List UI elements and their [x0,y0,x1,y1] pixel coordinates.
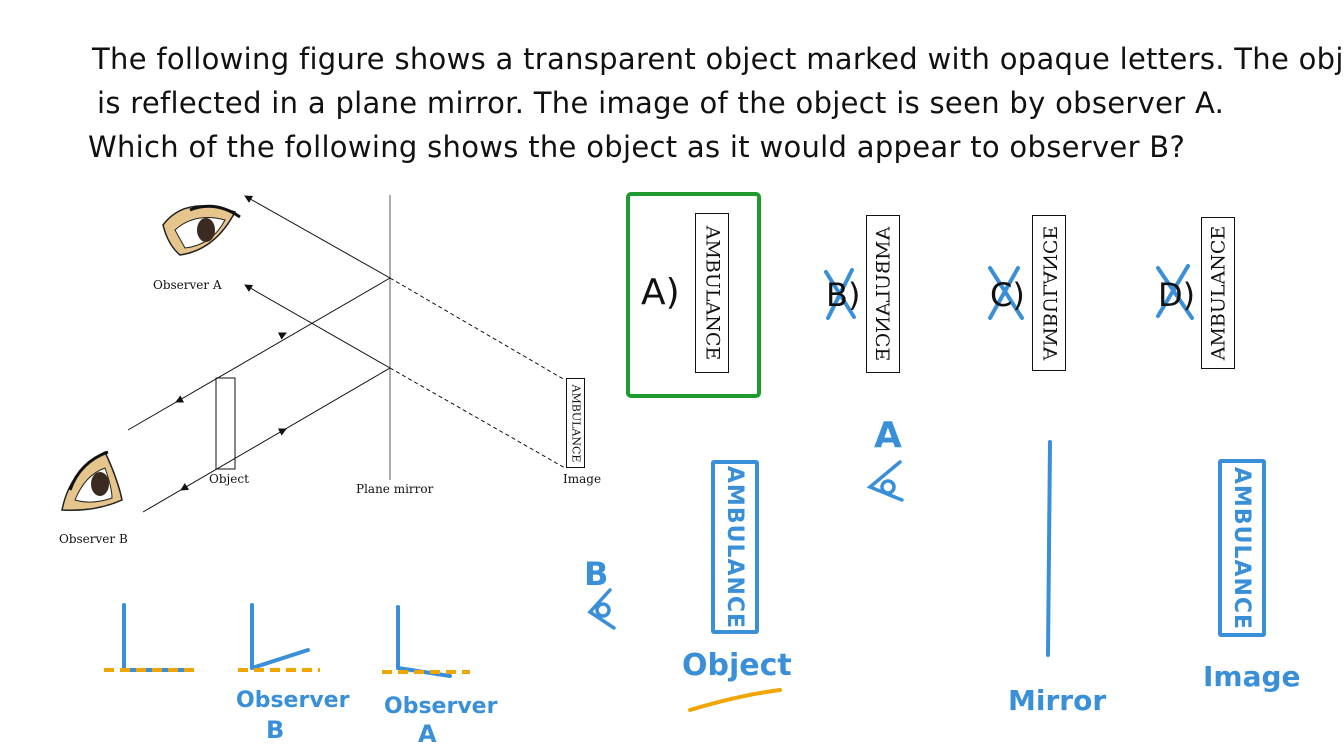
object-underline [688,688,782,712]
observer-b-label: Observer B [59,532,128,546]
question-line-3: Which of the following shows the object … [88,130,1186,164]
ray-a-lower [244,284,391,369]
image-label: Image [563,472,602,486]
option-c-box[interactable]: AMBULANCE [1032,215,1066,371]
cross-c-icon [988,266,1024,320]
question-line-2: is reflected in a plane mirror. The imag… [97,86,1225,120]
annotation-observer-a: A [874,415,902,456]
observer-b-eye-icon [61,450,123,512]
sketch-b-label-2: B [266,716,285,744]
option-a-box[interactable]: AMBULANCE [695,213,729,373]
plane-mirror-label: Plane mirror [356,482,434,496]
annotation-image-box: AMBULANCE [1218,459,1266,637]
cross-b-icon [824,268,856,320]
sketch-eye-b-icon [587,588,616,630]
virtual-ray-upper [389,277,566,381]
ray-b-lower [142,367,391,513]
annotation-object-label: Object [682,648,792,683]
option-a-letter: A) [641,272,680,313]
observer-a-label: Observer A [153,278,222,292]
annotation-mirror-label: Mirror [1008,684,1107,717]
object-label: Object [209,472,249,486]
figure-image-box: AMBULANCE [566,378,585,468]
sketch-eye-a-icon [866,460,904,502]
cross-d-icon [1156,264,1194,320]
option-d-box[interactable]: AMBULANCE [1201,217,1235,369]
option-d-letter: D) [1158,276,1196,314]
observer-a-eye-icon [162,204,241,256]
sketch-l-observer-b [238,603,320,672]
virtual-ray-lower [389,367,566,469]
sketch-l-observer-a [382,605,470,678]
annotation-observer-b: B [584,555,609,593]
annotation-image-label: Image [1203,660,1301,693]
sketch-a-label-1: Observer [384,694,498,719]
sketch-l-plain [104,603,196,672]
option-b-letter: B) [826,276,861,314]
selected-answer-box [626,192,761,398]
annotation-object-box: AMBULANCE [711,460,759,634]
sketch-b-label-1: Observer [236,688,350,713]
option-c-letter: C) [990,276,1025,314]
ray-a-upper [244,195,391,279]
object-rect [215,377,236,470]
ray-b-upper [127,277,391,431]
option-b-box[interactable]: AMBULANCE [866,215,900,373]
sketch-mirror-line [1046,440,1052,657]
question-line-1: The following figure shows a transparent… [92,42,1344,76]
sketch-a-label-2: A [418,720,437,748]
